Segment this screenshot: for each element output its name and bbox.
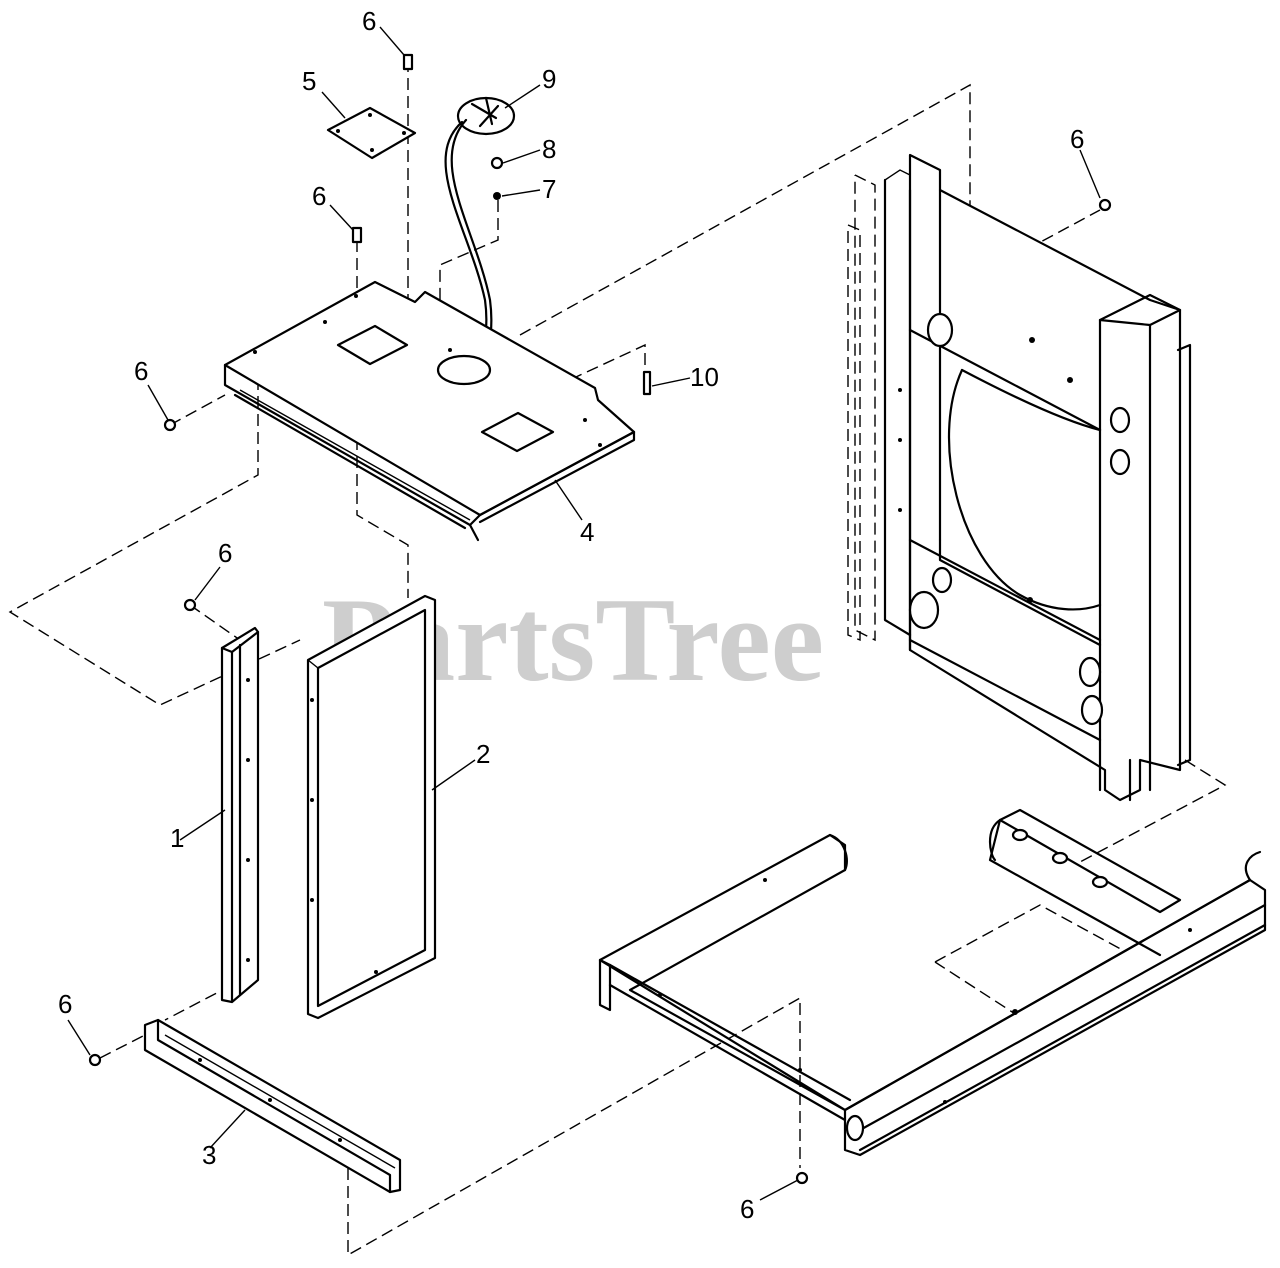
- callout-5: 5: [302, 66, 316, 96]
- callout-6-b: 6: [312, 181, 326, 211]
- part-8-nut: [490, 156, 504, 170]
- part-7-washer: [493, 192, 501, 200]
- callout-10: 10: [690, 362, 719, 392]
- callout-7: 7: [542, 174, 556, 204]
- part-5-cover-plate: [326, 106, 417, 160]
- part-1-side-rail: [220, 626, 260, 1004]
- part-housing-frame: [847, 153, 1192, 802]
- callout-labels: 6 5 9 8 7 6 6 6 10 4 6 2 1 6 3 6: [58, 6, 1084, 1224]
- callout-4: 4: [580, 517, 594, 547]
- callout-6-f: 6: [58, 989, 72, 1019]
- leader-lines: [67, 26, 1101, 1201]
- part-6-screws: [88, 53, 1112, 1185]
- callout-6-e: 6: [218, 538, 232, 568]
- callout-6-g: 6: [740, 1194, 754, 1224]
- callout-9: 9: [542, 64, 556, 94]
- callout-6-a: 6: [362, 6, 376, 36]
- callout-2: 2: [476, 739, 490, 769]
- callout-3: 3: [202, 1140, 216, 1170]
- callout-1: 1: [170, 823, 184, 853]
- part-10-screw: [642, 370, 652, 396]
- part-4-top-tray: [223, 280, 636, 542]
- callout-6-d: 6: [134, 356, 148, 386]
- callout-8: 8: [542, 134, 556, 164]
- part-base-frame: [598, 808, 1267, 1157]
- part-2-frame-panel: [306, 594, 437, 1020]
- part-3-bottom-rail: [143, 1018, 402, 1194]
- callout-6-c: 6: [1070, 124, 1084, 154]
